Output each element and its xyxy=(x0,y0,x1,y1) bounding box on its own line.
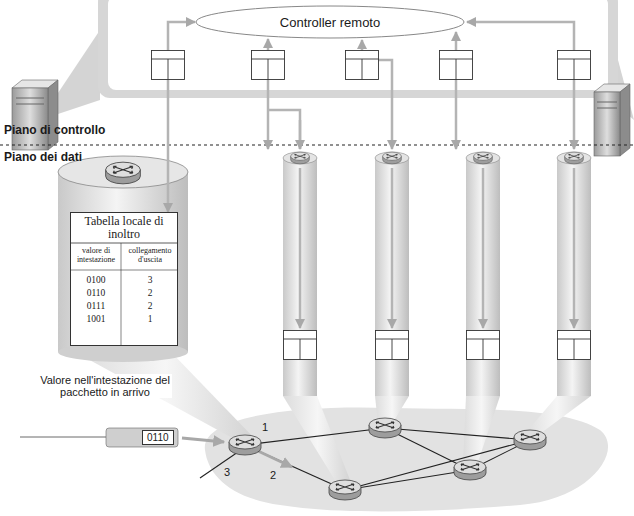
table-cell: 0110 xyxy=(76,288,116,298)
forwarding-table: Tabella locale di inoltro xyxy=(70,212,178,346)
plane-label: Piano dei dati xyxy=(4,151,82,164)
link-number: 1 xyxy=(262,421,268,433)
table-header: valore di intestazione xyxy=(71,247,121,265)
packet-caption: Valore nell'intestazione del pacchetto i… xyxy=(38,374,172,398)
table-cell: 1001 xyxy=(76,314,116,324)
link-number: 3 xyxy=(224,466,230,478)
table-cell: 3 xyxy=(130,275,170,285)
plane-label: Piano di controllo xyxy=(4,124,105,137)
controller-ellipse: Controller remoto xyxy=(195,5,465,39)
table-cell: 0111 xyxy=(76,301,116,311)
node-text: Controller remoto xyxy=(280,15,380,30)
link-number: 2 xyxy=(270,469,276,481)
table-cell: 2 xyxy=(130,288,170,298)
node-text: 0110 xyxy=(147,431,169,444)
table-cell: 2 xyxy=(130,301,170,311)
table-cell: 1 xyxy=(130,314,170,324)
table-cell: 0100 xyxy=(76,275,116,285)
node-text: Tabella locale di inoltro xyxy=(77,215,171,241)
table-header: collegamento d'uscita xyxy=(122,247,178,265)
packet-header: 0110 xyxy=(142,430,174,445)
